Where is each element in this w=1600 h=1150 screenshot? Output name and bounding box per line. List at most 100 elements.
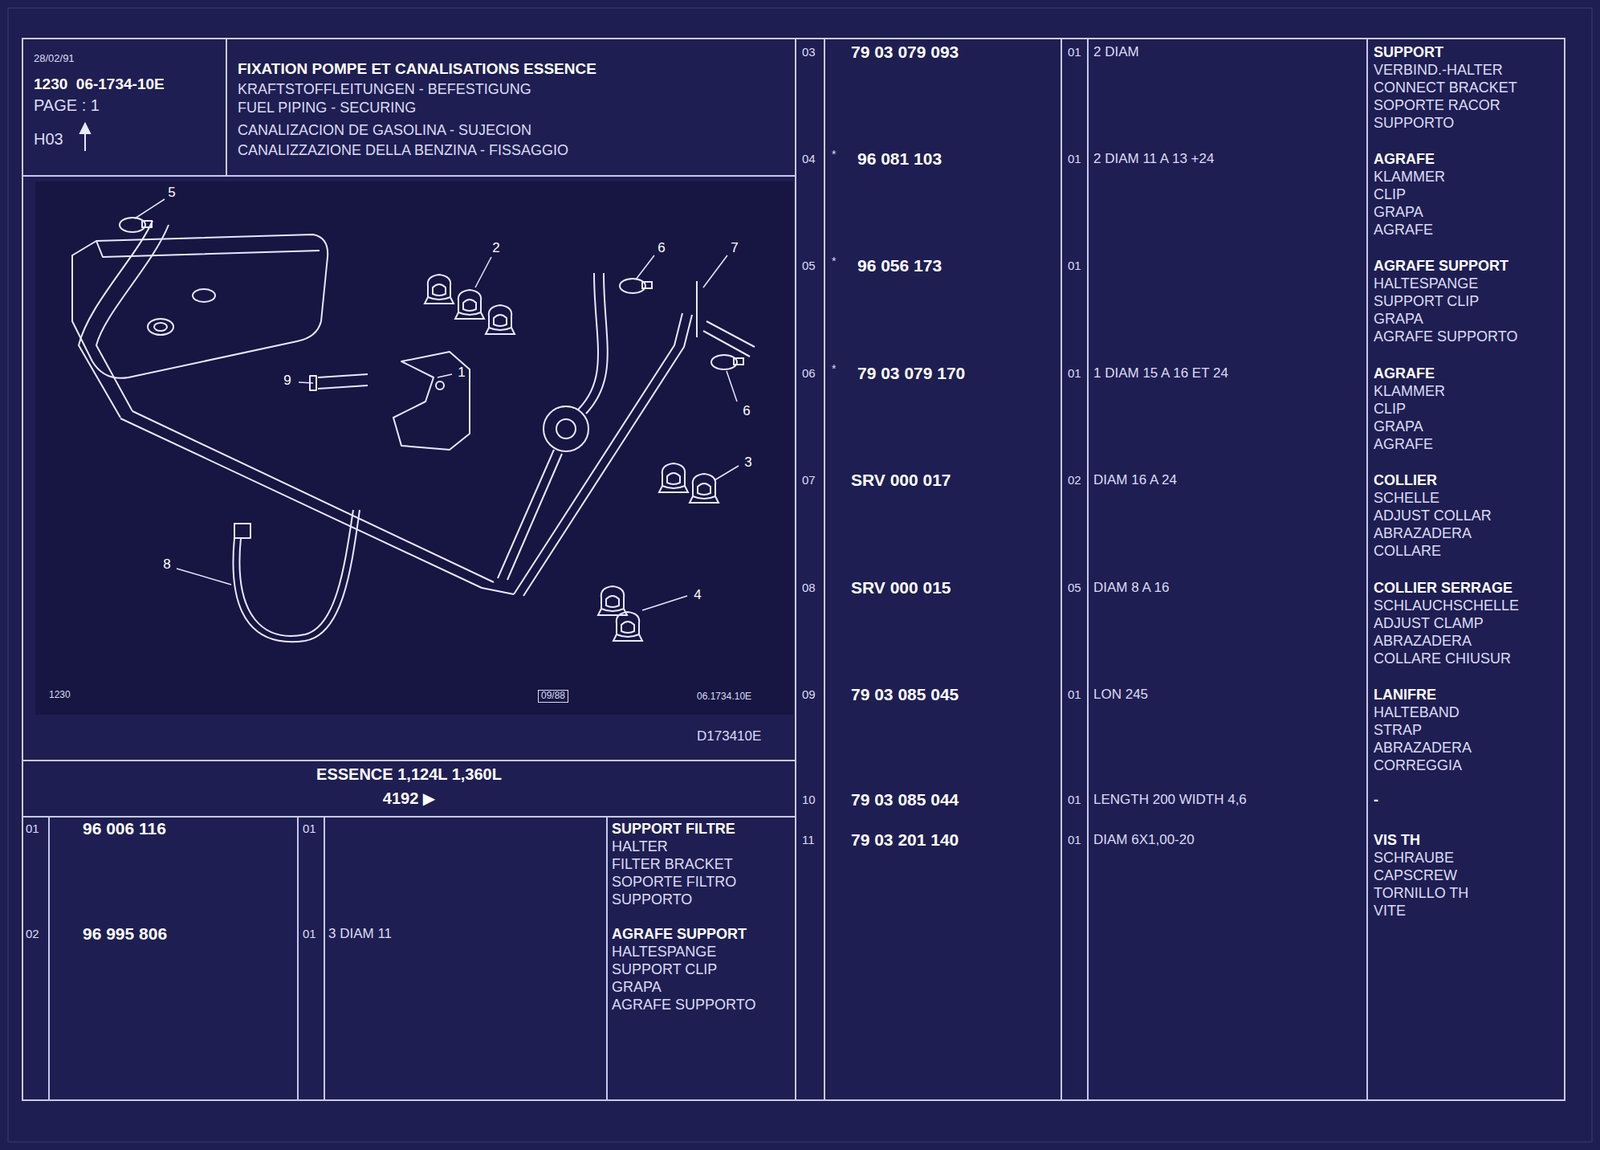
- quantity: 01: [1067, 151, 1082, 166]
- specification: 2 DIAM 11 A 13 +24: [1093, 150, 1214, 167]
- specification: LON 245: [1093, 686, 1149, 703]
- callout-number: 6: [742, 403, 750, 418]
- node-text: 28/02/91: [33, 52, 75, 66]
- part-name: CAPSCREW: [1373, 867, 1458, 884]
- part-number: 79 03 085 044: [850, 789, 959, 810]
- part-name: VERBIND.-HALTER: [1373, 61, 1503, 79]
- part-name: AGRAFE SUPPORT: [1373, 257, 1509, 275]
- part-name: SUPPORT: [1373, 44, 1444, 62]
- callout-number: 4: [693, 587, 701, 602]
- row-index: 03: [802, 44, 816, 59]
- part-name: GRAPA: [611, 978, 662, 996]
- specification: 2 DIAM: [1093, 44, 1140, 61]
- part-name: GRAPA: [1373, 203, 1424, 221]
- part-name: TORNILLO TH: [1373, 884, 1469, 902]
- part-name: SUPPORTO: [611, 891, 693, 908]
- part-name: AGRAFE SUPPORTO: [611, 996, 756, 1014]
- part-name: LANIFRE: [1373, 686, 1437, 704]
- part-name: AGRAFE: [1373, 435, 1434, 453]
- part-name: SCHRAUBE: [1373, 849, 1454, 867]
- part-name: FILTER BRACKET: [611, 855, 733, 873]
- node-text: D173410E: [696, 728, 762, 745]
- node-text: KRAFTSTOFFLEITUNGEN - BEFESTIGUNG: [237, 81, 532, 98]
- part-name: CONNECT BRACKET: [1373, 79, 1518, 97]
- part-name: ADJUST CLAMP: [1373, 614, 1484, 632]
- part-name: COLLARE CHIUSUR: [1373, 650, 1511, 668]
- model-band: ESSENCE 1,124L 1,360L 4192 ▶: [22, 760, 796, 817]
- part-number: 96 006 116: [82, 818, 167, 839]
- part-number: 79 03 079 093: [850, 42, 959, 62]
- row-index: 11: [802, 832, 815, 847]
- callout-number: 3: [744, 455, 752, 469]
- part-number: SRV 000 015: [850, 578, 952, 598]
- part-name: HALTESPANGE: [611, 943, 717, 961]
- specification: LENGTH 200 WIDTH 4,6: [1093, 791, 1247, 808]
- part-name: CLIP: [1373, 400, 1406, 418]
- part-name: HALTEBAND: [1373, 704, 1460, 721]
- part-name: SCHELLE: [1373, 489, 1440, 507]
- part-number: 96 081 103: [857, 149, 942, 169]
- row-index: 05: [802, 258, 816, 273]
- part-name: AGRAFE: [1373, 150, 1435, 168]
- row-index: 09: [802, 687, 816, 701]
- quantity: 01: [1067, 792, 1082, 807]
- callout-number: 5: [167, 185, 176, 200]
- part-name: ABRAZADERA: [1373, 632, 1472, 650]
- quantity: 01: [1067, 687, 1082, 701]
- row-index: 08: [802, 580, 816, 595]
- part-name: SUPPORT CLIP: [1373, 293, 1479, 310]
- quantity: 01: [1067, 832, 1082, 847]
- part-number: 79 03 079 170: [857, 363, 965, 383]
- note-star: *: [831, 254, 836, 268]
- callout-number: 7: [730, 240, 738, 255]
- row-index: 10: [802, 792, 816, 807]
- part-name: VIS TH: [1373, 831, 1421, 849]
- part-number: 96 995 806: [82, 924, 167, 944]
- row-index: 06: [802, 366, 816, 380]
- node-text: 4192 ▶: [22, 789, 796, 808]
- part-name: ABRAZADERA: [1373, 739, 1472, 757]
- part-name: SCHLAUCHSCHELLE: [1373, 597, 1519, 615]
- callout-number: 6: [657, 240, 665, 255]
- part-name: ABRAZADERA: [1373, 525, 1472, 542]
- part-number: 79 03 085 045: [850, 684, 959, 705]
- part-name: GRAPA: [1373, 310, 1424, 328]
- part-name: COLLIER SERRAGE: [1373, 579, 1513, 597]
- note-star: *: [831, 362, 836, 375]
- part-name: SOPORTE RACOR: [1373, 97, 1501, 114]
- row-index: 01: [25, 821, 40, 835]
- illustration-panel: 123009/8806.1734.10ED173410E: [22, 175, 796, 761]
- part-name: SUPPORTO: [1373, 114, 1454, 132]
- part-name: AGRAFE SUPPORTO: [1373, 328, 1518, 346]
- part-name: AGRAFE: [1373, 365, 1435, 383]
- node-text: CANALIZACION DE GASOLINA - SUJECION: [237, 122, 532, 139]
- quantity: 05: [1067, 580, 1082, 595]
- title-box: FIXATION POMPE ET CANALISATIONS ESSENCEK…: [226, 38, 796, 176]
- part-name: CLIP: [1373, 186, 1406, 204]
- part-name: ADJUST COLLAR: [1373, 507, 1492, 525]
- part-number: SRV 000 017: [850, 470, 952, 490]
- part-name: KLAMMER: [1373, 168, 1446, 186]
- node-text: FUEL PIPING - SECURING: [237, 99, 416, 117]
- callout-number: 8: [162, 557, 171, 571]
- node-text: ESSENCE 1,124L 1,360L: [22, 765, 796, 784]
- note-star: *: [831, 147, 836, 161]
- row-index: 02: [25, 926, 40, 941]
- header-box: 28/02/911230 06-1734-10EPAGE : 1H03: [22, 38, 227, 176]
- part-name: SUPPORT CLIP: [611, 960, 717, 978]
- part-name: HALTER: [611, 838, 668, 855]
- part-name: STRAP: [1373, 721, 1422, 739]
- quantity: 01: [1067, 44, 1082, 59]
- specification: DIAM 6X1,00-20: [1093, 831, 1195, 848]
- quantity: 02: [1067, 472, 1082, 487]
- part-name: SUPPORT FILTRE: [611, 820, 736, 838]
- node-text: 06.1734.10E: [696, 691, 752, 703]
- node-text: H03: [33, 130, 64, 149]
- quantity: 01: [1067, 258, 1082, 273]
- quantity: 01: [1067, 366, 1082, 380]
- row-index: 04: [802, 151, 816, 166]
- quantity: 01: [302, 926, 317, 941]
- specification: DIAM 16 A 24: [1093, 472, 1177, 489]
